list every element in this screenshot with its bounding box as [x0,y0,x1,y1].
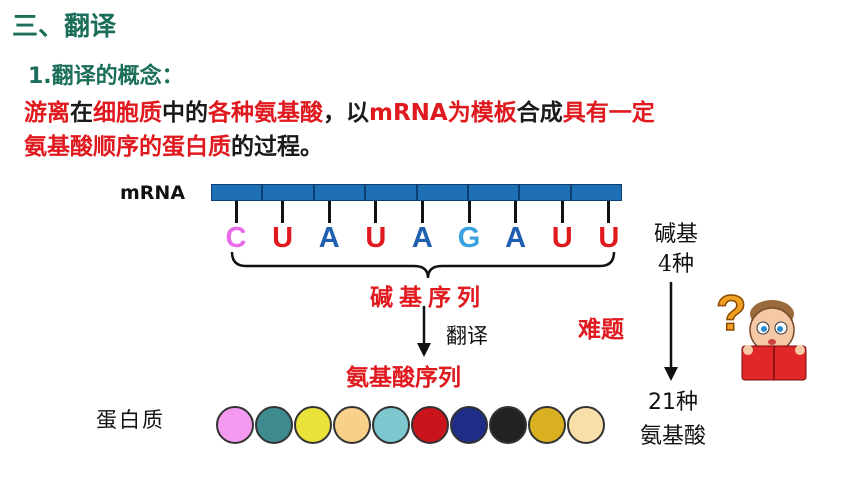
definition-fragment: 的过程。 [231,134,323,160]
base-letter: A [505,222,527,254]
base-letter: C [225,222,247,254]
definition-fragment: mRNA为模板 [369,100,517,126]
base-tick [281,201,285,223]
base-sequence-label: 碱基序列 [370,285,486,311]
base-letter: U [551,222,573,254]
amino-acid-bead [528,406,566,444]
definition-fragment: 氨基酸顺序的蛋白质 [24,134,231,160]
amino-acid-bead [489,406,527,444]
definition-paragraph: 游离在细胞质中的各种氨基酸，以mRNA为模板合成具有一定 氨基酸顺序的蛋白质的过… [24,96,844,164]
amino-acid-chain [216,406,606,444]
translation-arrow-head [417,343,431,357]
amino-acid-bead [567,406,605,444]
base-tick [234,201,238,223]
amino-acid-count-label: 21种 氨基酸 [628,386,718,454]
base-brace [230,251,616,279]
definition-fragment: 各种氨基酸 [208,100,323,126]
amino-acid-sequence-label: 氨基酸序列 [346,365,461,391]
amino-acid-bead [255,406,293,444]
amino-count-line-2: 氨基酸 [639,424,706,449]
difficulty-label: 难题 [578,317,624,343]
thinking-boy-illustration-icon: ? [715,284,807,381]
svg-text:?: ? [716,285,747,341]
bases-label-line-1: 碱基 [653,222,698,247]
protein-label: 蛋白质 [96,408,165,432]
mrna-label: mRNA [120,182,186,204]
definition-fragment: 在 [70,100,93,126]
base-letter: U [365,222,387,254]
base-tick [327,201,331,223]
bases-label-line-2: 4种 [658,252,694,277]
amino-acid-bead [216,406,254,444]
mrna-strand [211,184,622,201]
subheading: 1.翻译的概念： [28,64,184,89]
amino-acid-bead [294,406,332,444]
definition-line-1: 游离在细胞质中的各种氨基酸，以mRNA为模板合成具有一定 [24,96,844,130]
definition-fragment: 具有一定 [562,100,655,126]
count-arrow-head [664,367,678,381]
translation-label: 翻译 [446,324,488,348]
amino-acid-bead [450,406,488,444]
base-tick [607,201,611,223]
amino-acid-bead [333,406,371,444]
definition-fragment: 合成 [516,100,563,126]
base-letter: G [457,222,481,254]
definition-fragment: 细胞质 [93,100,162,126]
definition-line-2: 氨基酸顺序的蛋白质的过程。 [24,130,844,164]
base-tick [514,201,518,223]
definition-fragment: 中的 [162,100,208,126]
base-tick [467,201,471,223]
amino-count-line-1: 21种 [648,390,698,415]
section-heading: 三、翻译 [12,12,117,42]
definition-fragment: 游离 [24,100,70,126]
base-tick [374,201,378,223]
definition-fragment: ，以 [323,100,369,126]
base-tick [560,201,564,223]
amino-acid-bead [372,406,410,444]
base-letter: U [272,222,294,254]
base-letter: A [318,222,340,254]
base-tick [420,201,424,223]
bases-type-label: 碱基 4种 [646,220,706,280]
amino-acid-bead [411,406,449,444]
base-letter: U [598,222,620,254]
base-letter: A [411,222,433,254]
